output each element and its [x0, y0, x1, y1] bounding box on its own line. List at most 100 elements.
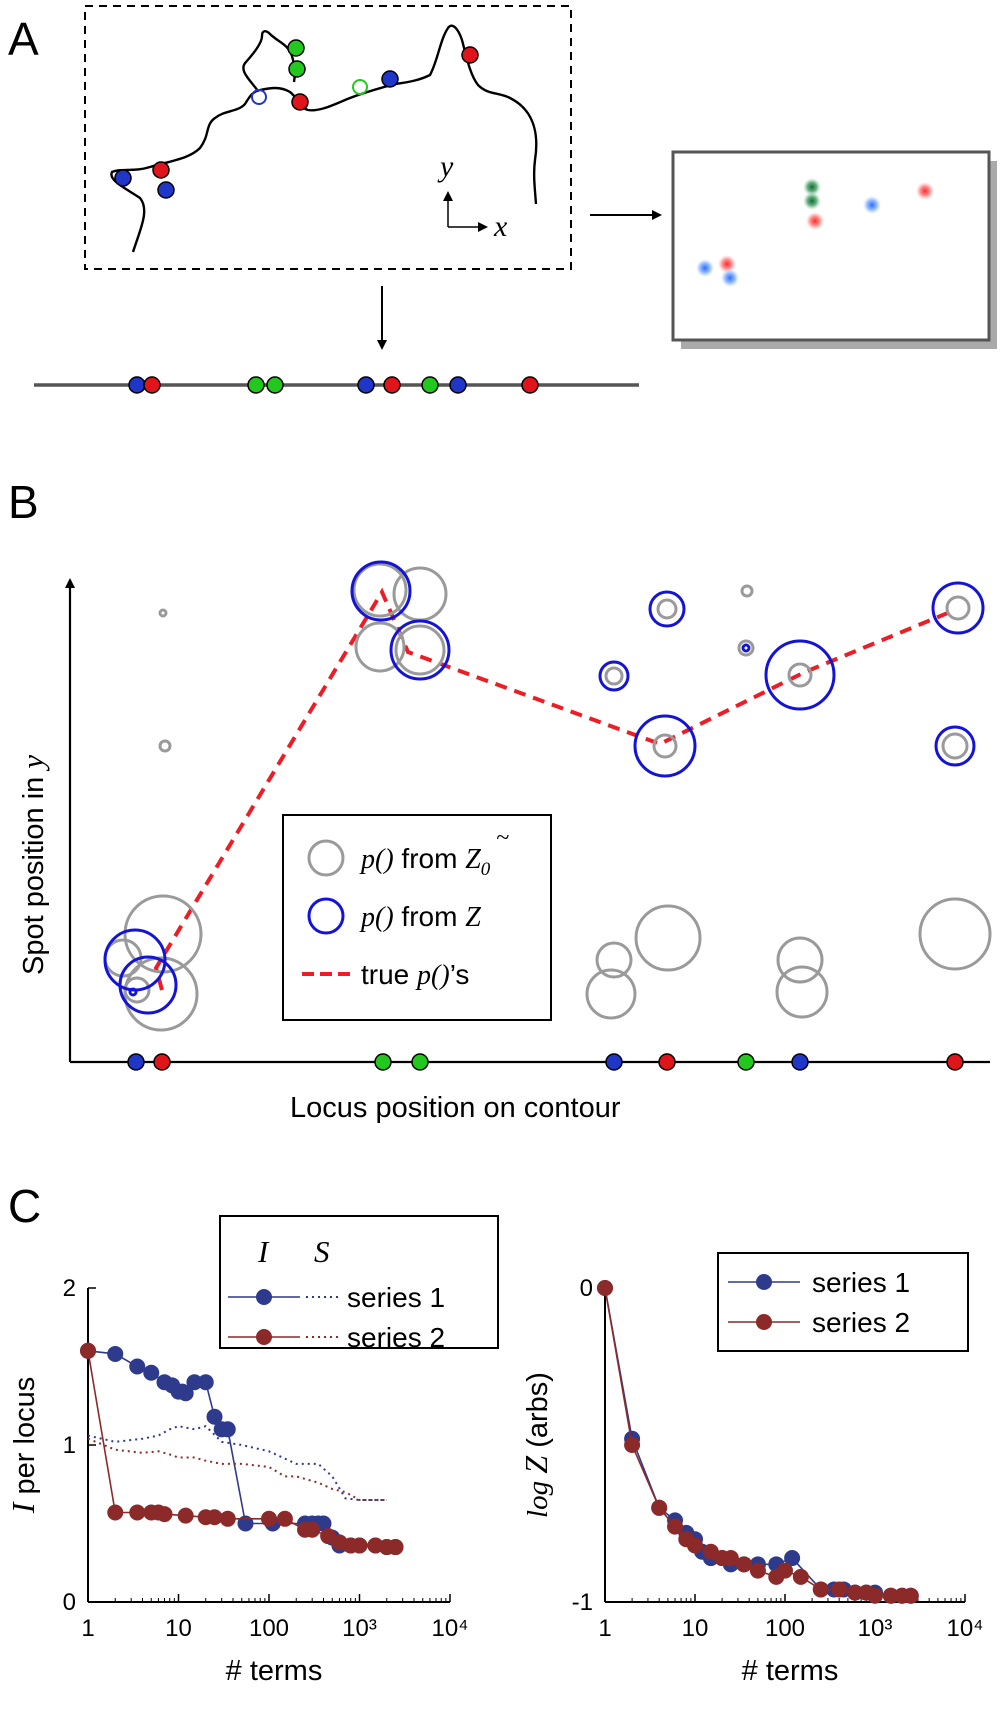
blue-ring	[128, 987, 138, 997]
gray-ring	[918, 897, 992, 971]
gray-ring	[941, 732, 969, 760]
x-tick-label: 10⁴	[431, 1615, 468, 1642]
x-axis-label: # terms	[226, 1655, 323, 1687]
series-2-point	[667, 1518, 684, 1535]
blue-ring	[598, 660, 630, 692]
locus-blue	[381, 70, 399, 88]
series-2-point	[177, 1507, 194, 1524]
spot-green	[803, 178, 821, 196]
gray-ring	[740, 584, 754, 598]
y-tick-label: 0	[580, 1275, 593, 1302]
series-1-point	[107, 1345, 124, 1362]
blue-ring	[633, 714, 697, 778]
series-1-point	[197, 1374, 214, 1391]
spot-blue	[721, 269, 739, 287]
blue-ring	[764, 639, 836, 711]
x-tick-label: 10	[682, 1615, 709, 1642]
panel-a: A y x	[8, 5, 997, 394]
x-tick-label: 10	[165, 1615, 192, 1642]
series-2-point	[749, 1562, 766, 1579]
blue-ring	[389, 619, 451, 681]
blue-rings	[103, 560, 985, 1015]
series-1-point	[237, 1515, 254, 1532]
gray-ring	[775, 965, 829, 1019]
locus-red	[152, 161, 170, 179]
locus-green	[374, 1053, 392, 1071]
locus-green	[287, 39, 305, 57]
series-2-point	[831, 1581, 848, 1598]
locus-red	[658, 1053, 676, 1071]
gray-ring	[123, 956, 199, 1032]
gray-ring	[158, 608, 168, 618]
legend-marker	[756, 1314, 772, 1330]
x-axis-label: # terms	[742, 1655, 839, 1687]
locus-green	[421, 376, 439, 394]
tilde-icon: ~	[496, 825, 509, 851]
series-2-point	[812, 1581, 829, 1598]
series-2-S-line	[87, 1437, 387, 1501]
y-tick-label: 1	[63, 1432, 76, 1459]
series-2-point	[847, 1584, 864, 1601]
locus-red	[383, 376, 401, 394]
gray-ring	[595, 941, 633, 979]
legend-label: series 2	[812, 1307, 910, 1338]
series-2-point	[882, 1587, 899, 1604]
series-2-point	[597, 1280, 613, 1296]
legend-gray-ring	[307, 839, 345, 877]
series-2-point	[351, 1537, 368, 1554]
x-tick-label: 10⁴	[946, 1615, 983, 1642]
x-tick-label: 1	[598, 1615, 611, 1642]
locus-red	[153, 1053, 171, 1071]
locus-red	[291, 93, 309, 111]
axis-x-label: x	[493, 210, 508, 243]
panel-b-legend: p() from Z0 ~ p() from Z true p()’s	[282, 814, 552, 1021]
series-2-point	[867, 1587, 883, 1604]
locus-blue	[157, 181, 175, 199]
locus-red	[143, 376, 161, 394]
panel-b-ylabel: Spot position in y	[15, 755, 50, 975]
series-1-point	[219, 1421, 236, 1438]
legend-label: series 2	[347, 1322, 445, 1353]
series-2-point	[387, 1539, 404, 1556]
series-2-point	[206, 1509, 223, 1526]
series-2-point	[219, 1510, 236, 1527]
gray-ring	[776, 936, 824, 984]
blue-ring	[934, 725, 976, 767]
series-2-point	[276, 1510, 293, 1527]
series-1-point	[206, 1408, 223, 1425]
series-2-point	[792, 1568, 809, 1585]
legend-label: series 1	[812, 1267, 910, 1298]
gray-ring	[394, 624, 446, 676]
gray-ring	[737, 639, 755, 657]
series-1-point	[186, 1374, 203, 1391]
series-2-point	[261, 1510, 277, 1527]
legend-I-marker	[256, 1289, 272, 1305]
spot-blue	[863, 196, 881, 214]
legend-blue-text: p() from Z	[359, 901, 481, 933]
series-2-point	[722, 1550, 739, 1567]
series-1-S-line	[87, 1425, 387, 1501]
axis-y-label: y	[437, 150, 454, 183]
gray-ring	[634, 904, 702, 972]
locus-blue	[127, 1053, 145, 1071]
true-path	[153, 587, 956, 991]
legend-blue-ring	[307, 897, 345, 935]
series-2-point	[624, 1437, 641, 1453]
y-tick-label: 2	[63, 1275, 76, 1302]
legend-header-I: I	[257, 1234, 270, 1269]
gray-ring	[604, 666, 624, 686]
locus-blue	[791, 1053, 809, 1071]
gray-ring	[945, 595, 971, 621]
series-2-point	[304, 1521, 321, 1538]
legend-box	[219, 1215, 499, 1349]
legend-box	[717, 1252, 969, 1352]
spot-blue	[696, 259, 714, 277]
gray-ring	[656, 598, 678, 620]
microscope-image	[671, 150, 991, 342]
locus-blue	[449, 376, 467, 394]
spot-red	[806, 212, 824, 230]
panel-a-label: A	[8, 13, 39, 65]
series-2-point	[902, 1587, 919, 1604]
locus-blue-hidden	[251, 89, 267, 105]
